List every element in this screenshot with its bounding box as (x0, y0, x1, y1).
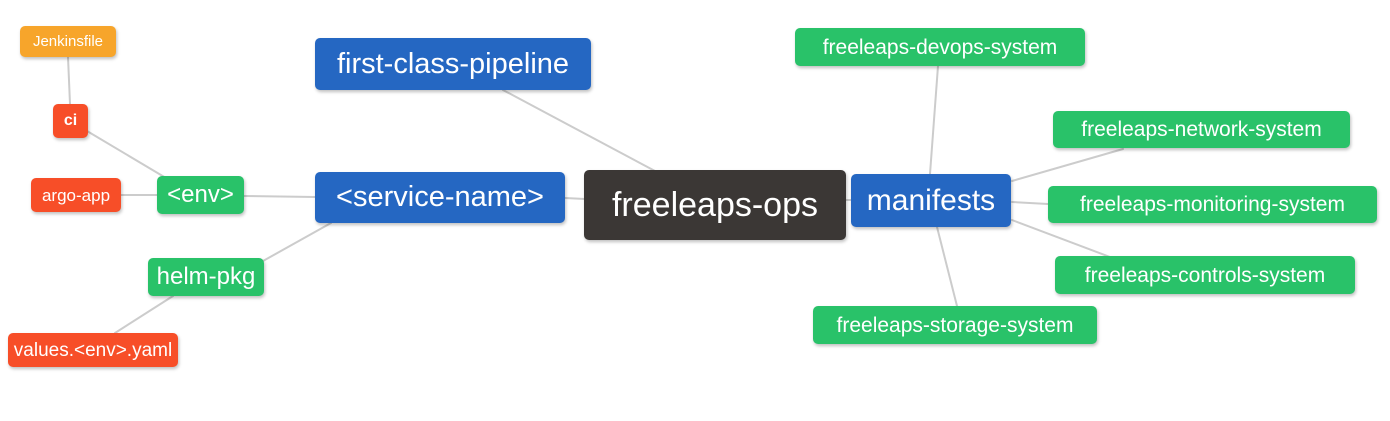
node-jenkinsfile[interactable]: Jenkinsfile (20, 26, 116, 57)
node-argo-app[interactable]: argo-app (31, 178, 121, 212)
node-label-first-class-pipeline: first-class-pipeline (336, 47, 570, 80)
node-label-freeleaps-devops-system: freeleaps-devops-system (822, 35, 1058, 59)
node-first-class-pipeline[interactable]: first-class-pipeline (315, 38, 591, 90)
node-label-freeleaps-storage-system: freeleaps-storage-system (836, 313, 1074, 337)
node-manifests[interactable]: manifests (851, 174, 1011, 227)
node-env[interactable]: <env> (157, 176, 244, 214)
node-label-service-name: <service-name> (336, 181, 544, 213)
node-freeleaps-controls-system[interactable]: freeleaps-controls-system (1055, 256, 1355, 294)
node-label-values-env-yaml: values.<env>.yaml (13, 339, 173, 361)
node-ci[interactable]: ci (53, 104, 88, 138)
node-values-env-yaml[interactable]: values.<env>.yaml (8, 333, 178, 367)
edge-ci-to-env (86, 130, 167, 179)
edge-jenkinsfile-to-ci (67, 56, 71, 105)
node-freeleaps-storage-system[interactable]: freeleaps-storage-system (813, 306, 1097, 344)
node-label-ci: ci (63, 112, 78, 129)
node-freeleaps-network-system[interactable]: freeleaps-network-system (1053, 111, 1350, 148)
node-label-argo-app: argo-app (41, 185, 111, 205)
edge-service-name-to-helm-pkg (262, 222, 332, 262)
edge-first-class-pipeline-to-freeleaps-ops (502, 89, 656, 172)
edge-env-to-service-name (243, 195, 316, 198)
edge-service-name-to-freeleaps-ops (564, 197, 586, 200)
node-freeleaps-ops[interactable]: freeleaps-ops (584, 170, 846, 240)
node-label-freeleaps-network-system: freeleaps-network-system (1081, 118, 1322, 141)
node-freeleaps-devops-system[interactable]: freeleaps-devops-system (795, 28, 1085, 66)
node-label-freeleaps-ops: freeleaps-ops (611, 186, 818, 224)
node-label-manifests: manifests (866, 183, 996, 217)
edge-manifests-to-freeleaps-controls-system (1011, 219, 1111, 258)
edge-manifests-to-freeleaps-storage-system (936, 226, 958, 307)
node-label-env: <env> (167, 181, 234, 208)
node-service-name[interactable]: <service-name> (315, 172, 565, 223)
node-label-freeleaps-monitoring-system: freeleaps-monitoring-system (1080, 193, 1345, 216)
node-freeleaps-monitoring-system[interactable]: freeleaps-monitoring-system (1048, 186, 1377, 223)
edge-manifests-to-freeleaps-monitoring-system (1011, 201, 1049, 205)
edge-manifests-to-freeleaps-devops-system (929, 65, 939, 175)
node-label-helm-pkg: helm-pkg (156, 263, 256, 290)
node-helm-pkg[interactable]: helm-pkg (148, 258, 264, 296)
edge-manifests-to-freeleaps-network-system (1011, 148, 1124, 182)
node-label-jenkinsfile: Jenkinsfile (32, 33, 104, 50)
node-label-freeleaps-controls-system: freeleaps-controls-system (1084, 263, 1326, 287)
edge-helm-pkg-to-values-env-yaml (114, 295, 174, 334)
